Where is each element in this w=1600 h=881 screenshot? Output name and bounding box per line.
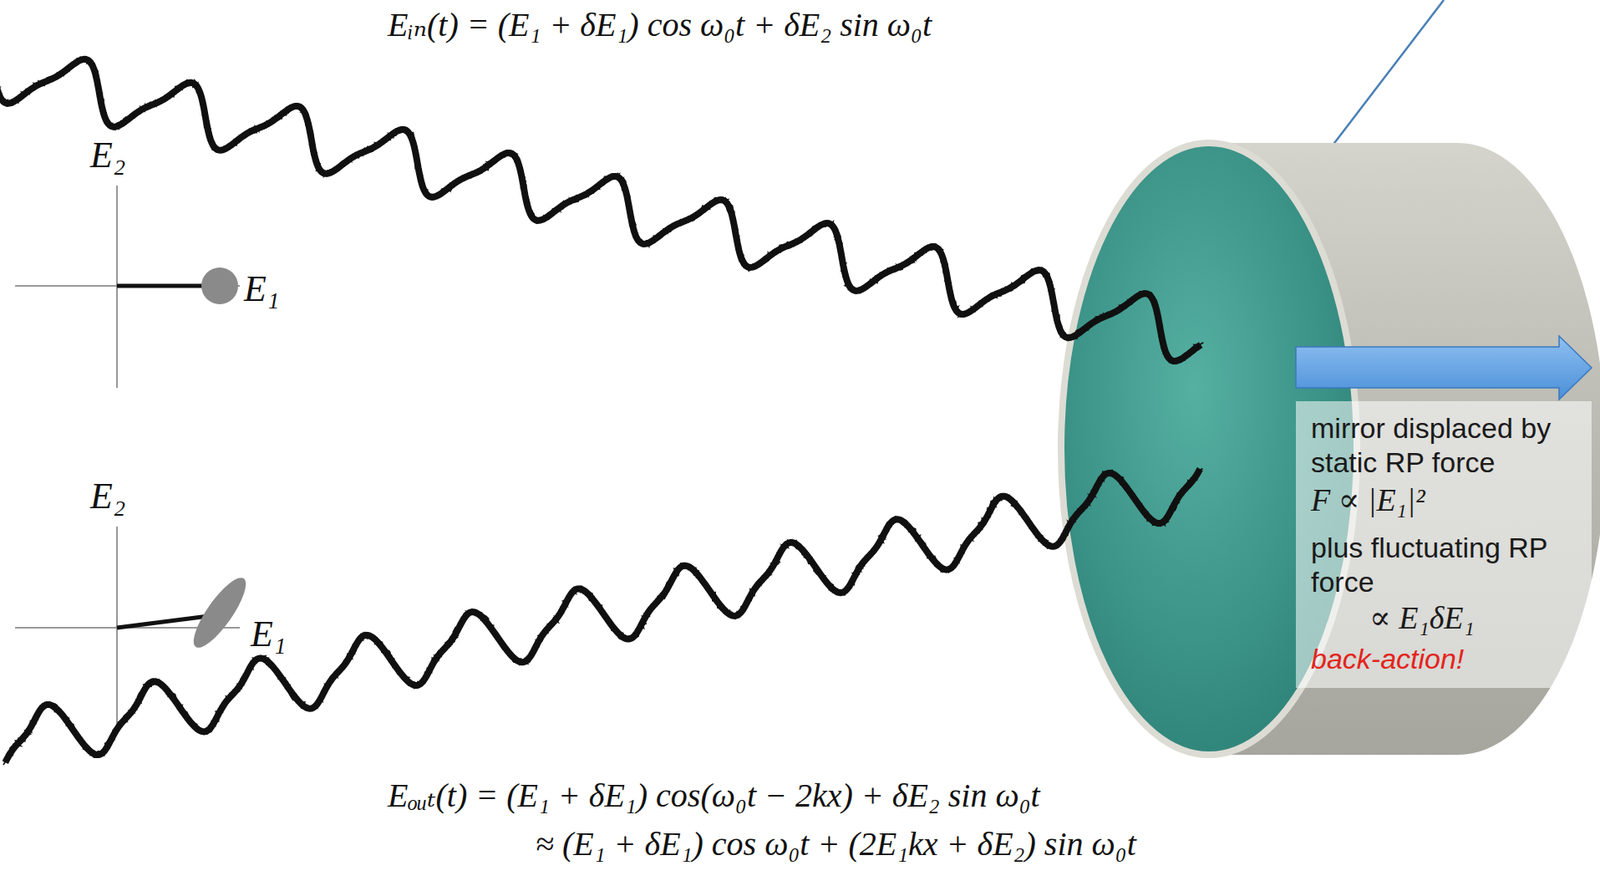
wave <box>0 59 1201 361</box>
axis-label: E₁ <box>243 269 280 310</box>
axis-label: E₂ <box>90 135 126 176</box>
wave-noise <box>0 58 1204 363</box>
output-field-approximation: ≈ (E₁ + δE₁) cos ω₀t + (2E₁kx + δE₂) sin… <box>535 825 1137 863</box>
axis-label: E₂ <box>90 476 126 517</box>
wave-noise <box>0 56 1201 361</box>
output-field-equation: Eₒᵤₜ(t) = (E₁ + δE₁) cos(ω₀t − 2kx) + δE… <box>387 777 1041 814</box>
note-text: mirror displaced by static RP force <box>1310 411 1580 480</box>
force-arrow <box>1295 335 1592 400</box>
axis-label: E₁ <box>250 614 286 655</box>
force-formula: ∝ E₁δE₁ <box>1310 599 1580 638</box>
phasor-vector <box>116 615 209 628</box>
input-field-equation: Eᵢₙ(t) = (E₁ + δE₁) cos ω₀t + δE₂ sin ω₀… <box>387 6 932 44</box>
warning-text: back-action! <box>1310 641 1580 676</box>
note-panel: mirror displaced by static RP forceF ∝ |… <box>1295 401 1592 688</box>
wave-noise <box>0 59 1200 364</box>
wave-noise <box>0 56 1201 363</box>
noise-ellipse <box>185 570 254 654</box>
wave-noise <box>4 467 1199 762</box>
note-text: plus fluctuating RP force <box>1310 530 1580 600</box>
leader-line <box>1326 0 1444 153</box>
noise-disc <box>201 267 239 305</box>
light-waves <box>0 56 1204 765</box>
force-formula: F ∝ |E₁|² <box>1310 481 1580 520</box>
